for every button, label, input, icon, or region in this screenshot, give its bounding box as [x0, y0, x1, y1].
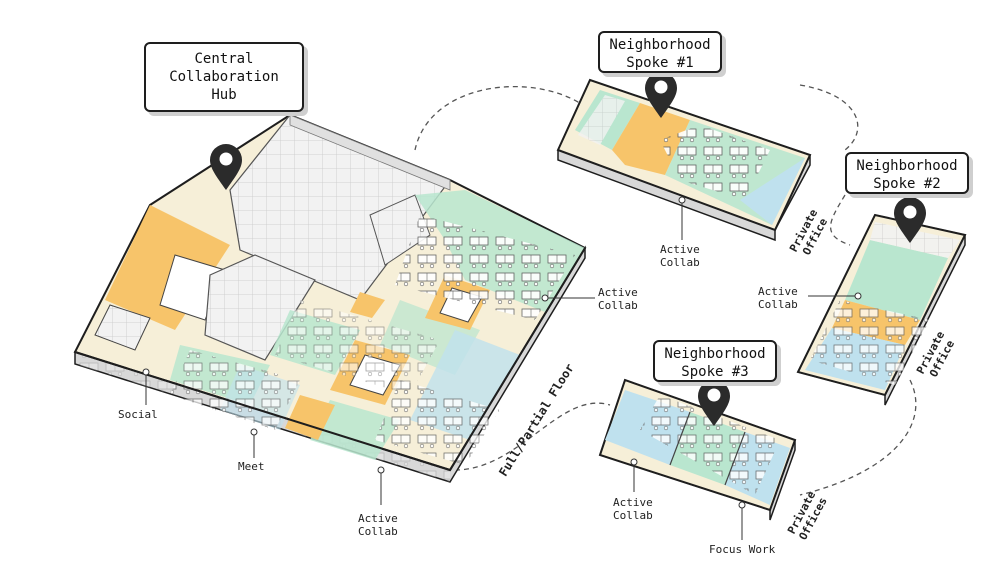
spoke-1-floor: [556, 78, 812, 242]
spoke-2-callout: Neighborhood Spoke #2: [845, 152, 969, 194]
spoke-3-callout: Neighborhood Spoke #3: [653, 340, 777, 382]
central-hub-line-2: Collaboration: [169, 69, 279, 85]
spoke-2-line-1: Neighborhood: [856, 158, 958, 174]
label-meet: Meet: [238, 460, 265, 473]
spoke-1-line-2: Spoke #1: [626, 55, 694, 71]
spoke-2-floor: [796, 213, 967, 406]
main-floor: [73, 113, 587, 483]
central-hub-line-1: Central: [194, 51, 254, 67]
central-hub-callout: Central Collaboration Hub: [144, 42, 304, 112]
central-hub-line-3: Hub: [211, 87, 237, 103]
spoke-1-line-1: Neighborhood: [609, 37, 711, 53]
spoke-2-line-2: Spoke #2: [873, 176, 941, 192]
spoke-1-callout: Neighborhood Spoke #1: [598, 31, 722, 73]
connector-arcs: [414, 84, 917, 496]
spoke-3-line-1: Neighborhood: [664, 346, 766, 362]
spoke-3-floor: [598, 378, 797, 521]
label-social: Social: [118, 408, 158, 421]
spoke-3-line-2: Spoke #3: [681, 364, 749, 380]
label-focus-work: Focus Work: [709, 543, 776, 556]
leader-lines: [142, 196, 862, 540]
